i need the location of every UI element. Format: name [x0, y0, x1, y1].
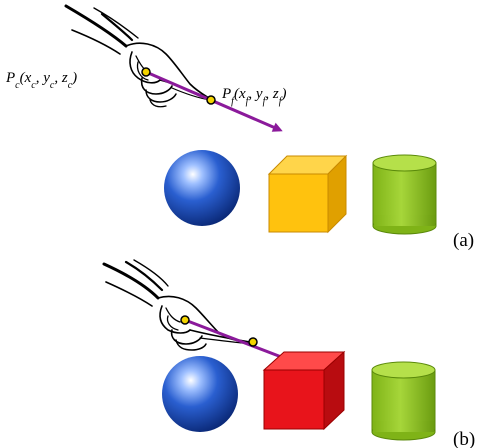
cube-object-selected [262, 350, 346, 431]
cylinder-object [372, 154, 437, 235]
cube-object [267, 154, 348, 234]
point-pf [248, 337, 258, 347]
point-pf [206, 95, 216, 105]
pointing-ray [184, 318, 285, 360]
panel-b-label: (b) [453, 429, 475, 448]
point-pc [141, 67, 151, 77]
panel-b: (b) [102, 259, 475, 448]
point-pc [180, 315, 190, 325]
panel-a-label: (a) [453, 230, 474, 251]
cylinder-object [371, 361, 436, 441]
pc-label-text: Pc(xc, yc, zc) [5, 70, 77, 91]
sphere-object [164, 150, 240, 226]
pointing-hand-icon [102, 259, 253, 351]
panel-a: Pc(xc, yc, zc) Pf(xf, yf, zf) (a) [5, 4, 474, 251]
pf-label: Pf(xf, yf, zf) [221, 86, 286, 107]
pf-label-text: Pf(xf, yf, zf) [221, 86, 286, 107]
sphere-object [162, 356, 238, 432]
pc-label: Pc(xc, yc, zc) [5, 70, 77, 91]
